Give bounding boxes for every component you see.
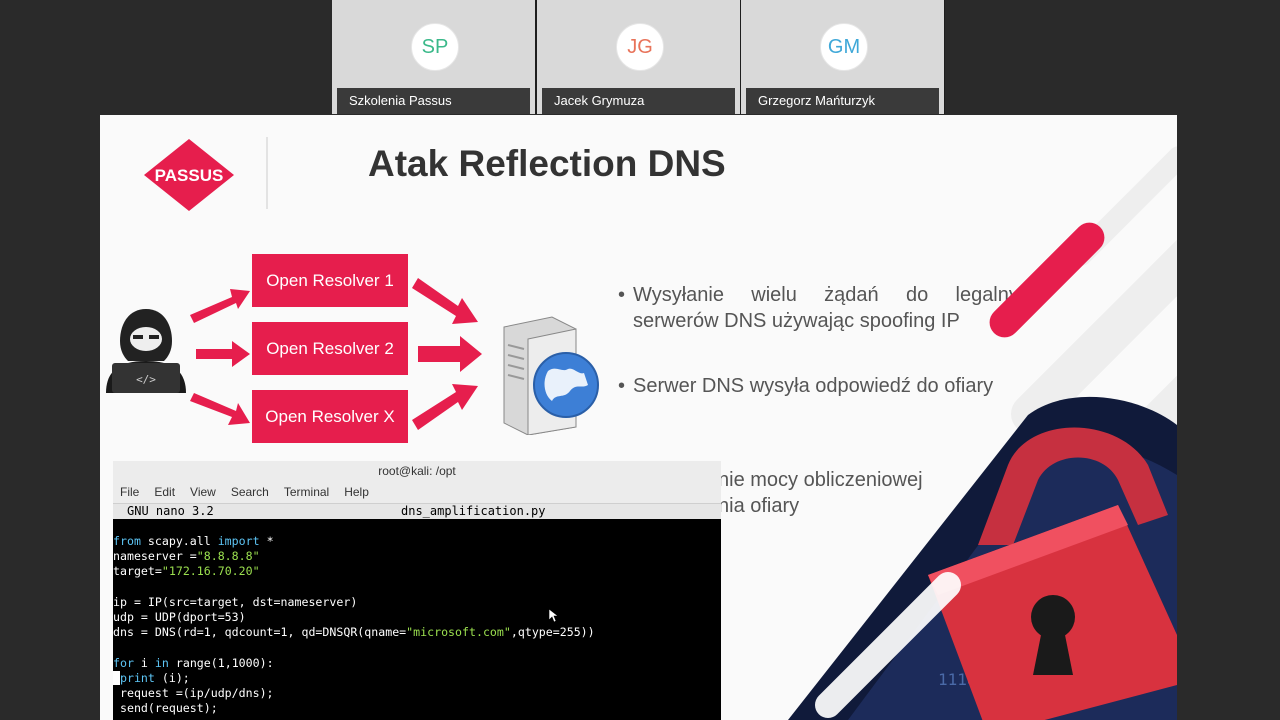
- avatar: GM: [820, 23, 868, 71]
- menu-edit[interactable]: Edit: [154, 485, 176, 499]
- divider: [266, 137, 268, 209]
- participant-tile[interactable]: JG Jacek Grymuza: [537, 0, 740, 114]
- nano-header: GNU nano 3.2 dns_amplification.py: [113, 504, 721, 519]
- padlock-icon: 1118 7C 608C: [788, 396, 1177, 720]
- open-resolver-2: Open Resolver 2: [252, 322, 408, 375]
- terminal-title: root@kali: /opt: [113, 461, 721, 481]
- participant-tile[interactable]: SP Szkolenia Passus: [332, 0, 535, 114]
- participant-name: Grzegorz Mańturzyk: [746, 88, 939, 114]
- code-editor[interactable]: from scapy.all import * nameserver ="8.8…: [113, 534, 595, 716]
- menu-search[interactable]: Search: [230, 485, 269, 499]
- participants-strip: SP Szkolenia Passus JG Jacek Grymuza GM …: [332, 0, 945, 114]
- open-resolver-1: Open Resolver 1: [252, 254, 408, 307]
- terminal-window[interactable]: root@kali: /opt File Edit View Search Te…: [113, 461, 721, 720]
- nano-filename: dns_amplification.py: [401, 504, 546, 518]
- participant-name: Szkolenia Passus: [337, 88, 530, 114]
- nano-version: GNU nano 3.2: [127, 504, 214, 518]
- bullet-1: • Wysyłanie wielu żądań do legalnych ser…: [618, 284, 1040, 332]
- participant-name: Jacek Grymuza: [542, 88, 735, 114]
- hacker-icon: </>: [106, 309, 186, 393]
- dns-server-icon: [503, 316, 599, 435]
- avatar: SP: [411, 23, 459, 71]
- bullet-dot: •: [618, 284, 626, 306]
- arrows-left: [190, 289, 250, 425]
- passus-logo: PASSUS: [144, 139, 234, 211]
- bullet-dot: •: [618, 375, 626, 397]
- svg-text:PASSUS: PASSUS: [155, 166, 224, 185]
- bullet-2: • Serwer DNS wysyła odpowiedź do ofiary: [618, 375, 994, 397]
- bullet-3-line-1: nie mocy obliczeniowej: [718, 469, 923, 491]
- menu-view[interactable]: View: [190, 485, 216, 499]
- participant-tile[interactable]: GM Grzegorz Mańturzyk: [741, 0, 944, 114]
- svg-text:</>: </>: [136, 373, 156, 386]
- bullet-3-line-2: nia ofiary: [718, 495, 800, 517]
- arrows-right: [412, 278, 482, 430]
- menu-terminal[interactable]: Terminal: [283, 485, 330, 499]
- menu-file[interactable]: File: [120, 485, 140, 499]
- menu-help[interactable]: Help: [344, 485, 369, 499]
- open-resolver-x: Open Resolver X: [252, 390, 408, 443]
- text-cursor: [113, 670, 120, 685]
- terminal-menubar: File Edit View Search Terminal Help: [113, 481, 721, 504]
- slide-title: Atak Reflection DNS: [368, 143, 726, 184]
- mouse-pointer-icon: [549, 609, 559, 623]
- avatar: JG: [616, 23, 664, 71]
